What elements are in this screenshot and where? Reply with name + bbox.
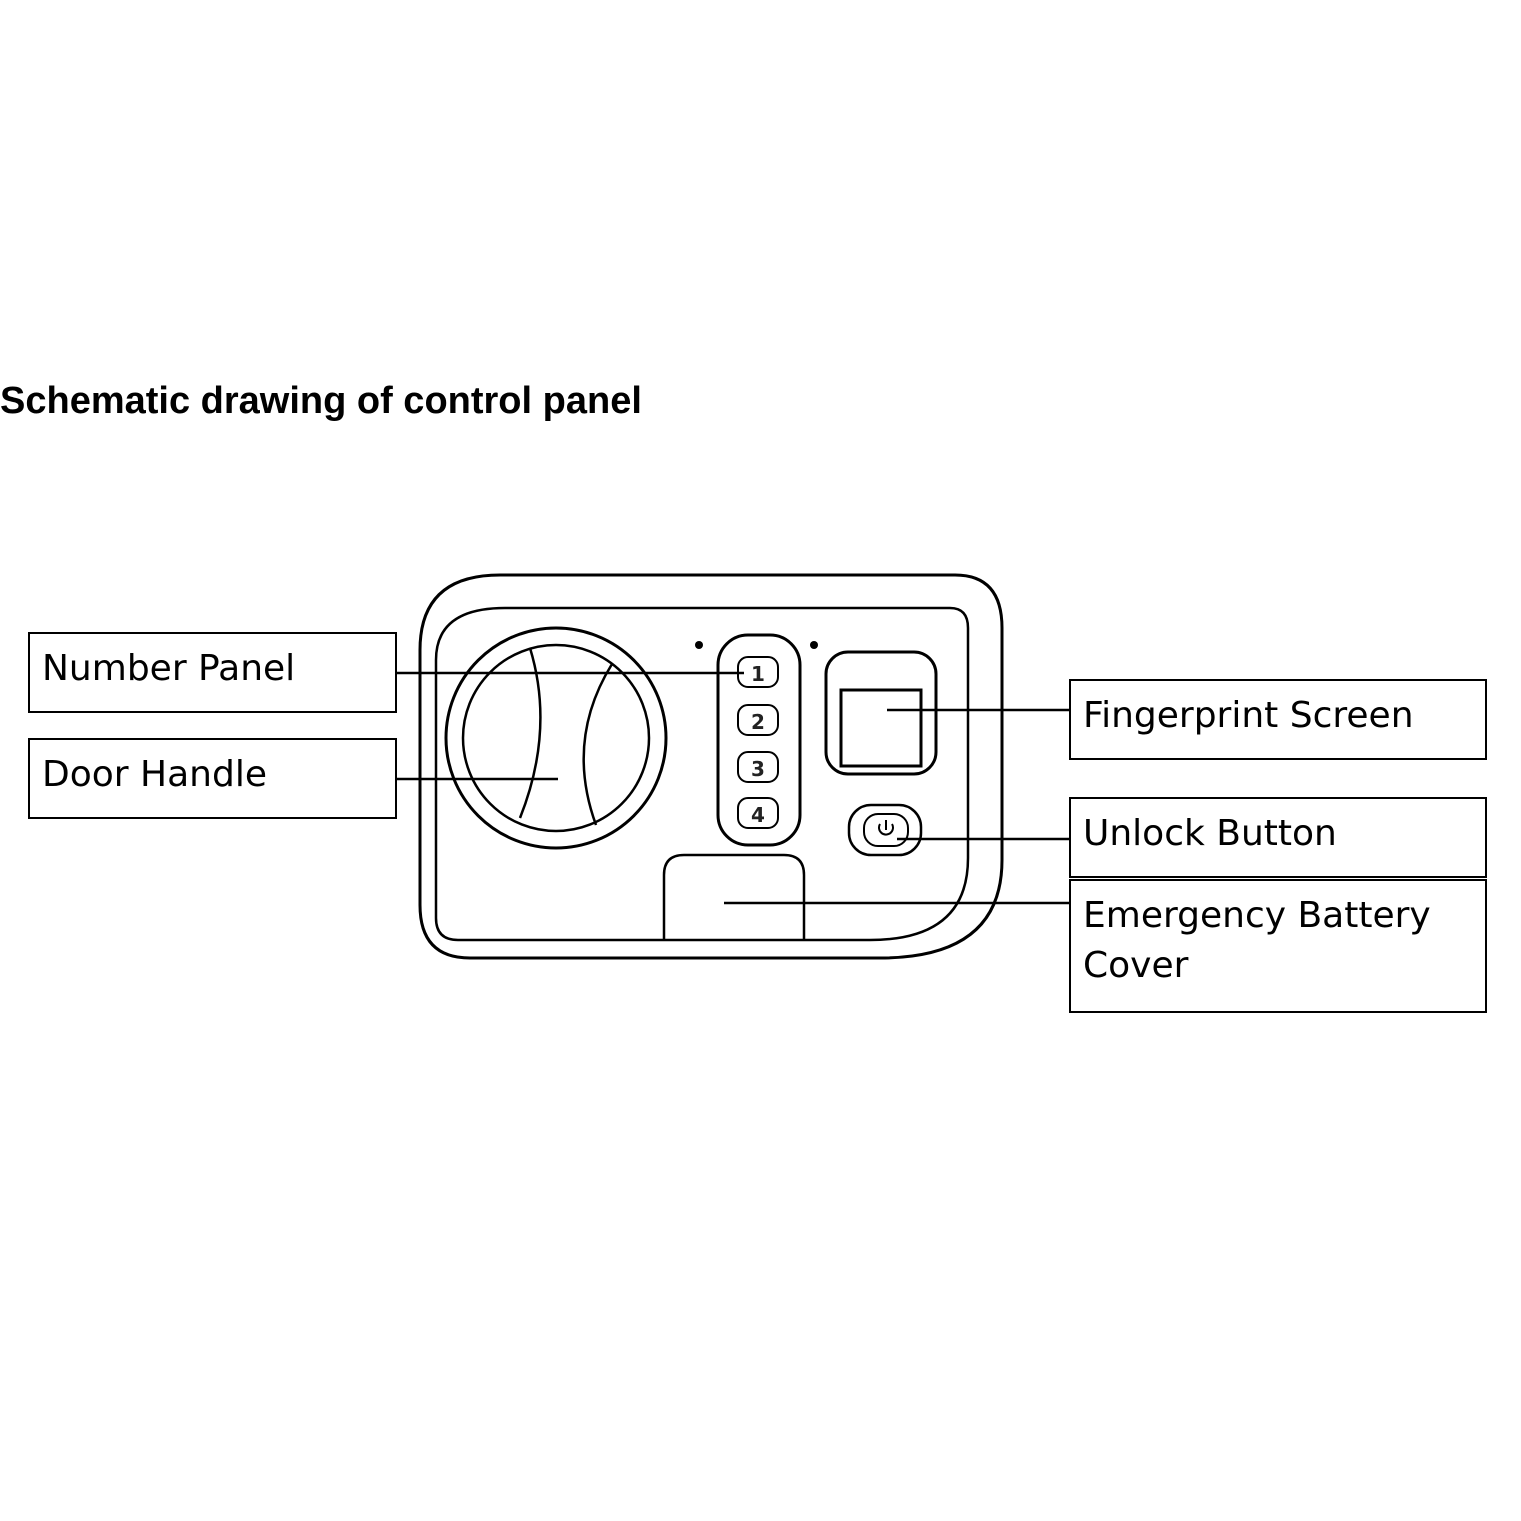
door-handle-right-grip xyxy=(582,663,614,826)
fingerprint-housing xyxy=(824,650,938,776)
label-unlock-button: Unlock Button xyxy=(1069,797,1487,878)
label-emergency-battery-cover-text: Emergency Battery Cover xyxy=(1083,895,1431,986)
panel-inner-outline xyxy=(434,606,970,942)
label-unlock-button-text: Unlock Button xyxy=(1083,813,1337,854)
unlock-button-body xyxy=(847,803,923,857)
number-panel-frame xyxy=(716,633,802,847)
door-handle-inner-ring xyxy=(461,643,651,833)
key-2-label: 2 xyxy=(751,710,765,734)
label-fingerprint-screen: Fingerprint Screen xyxy=(1069,679,1487,760)
battery-cover xyxy=(662,853,806,940)
fingerprint-screen[interactable] xyxy=(824,650,938,776)
label-fingerprint-screen-text: Fingerprint Screen xyxy=(1083,695,1414,736)
door-handle-outer-ring xyxy=(444,626,668,850)
key-3[interactable] xyxy=(737,751,779,783)
door-handle[interactable] xyxy=(444,626,668,850)
label-number-panel: Number Panel xyxy=(28,632,397,713)
key-3-label: 3 xyxy=(751,757,765,781)
fingerprint-window xyxy=(839,688,923,768)
label-number-panel-text: Number Panel xyxy=(42,648,296,689)
key-1-label: 1 xyxy=(751,662,765,686)
indicator-dot-right xyxy=(810,641,818,649)
door-handle-left-grip xyxy=(518,647,542,819)
indicator-dot-left xyxy=(695,641,703,649)
power-icon xyxy=(878,820,894,836)
key-4[interactable] xyxy=(737,797,779,829)
panel-outer-outline xyxy=(418,573,1004,960)
key-2[interactable] xyxy=(737,704,779,736)
unlock-button[interactable] xyxy=(847,803,923,857)
label-door-handle: Door Handle xyxy=(28,738,397,819)
label-emergency-battery-cover: Emergency Battery Cover xyxy=(1069,879,1487,1013)
unlock-button-inner xyxy=(863,813,909,847)
number-keys: 1 2 3 4 xyxy=(737,656,779,829)
label-door-handle-text: Door Handle xyxy=(42,754,267,795)
key-4-label: 4 xyxy=(751,803,765,827)
diagram-title: Schematic drawing of control panel xyxy=(0,380,642,422)
